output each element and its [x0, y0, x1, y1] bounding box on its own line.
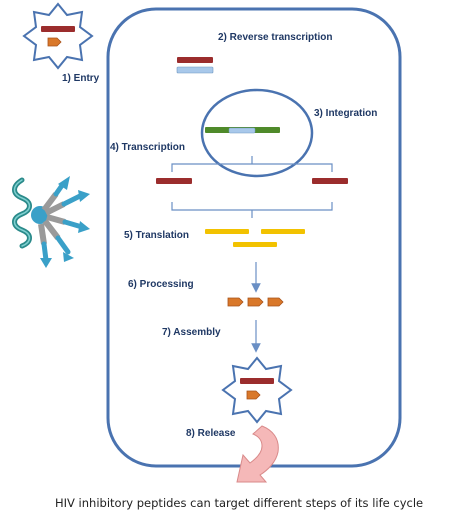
integrated-provirus	[205, 127, 280, 134]
step-processing-label: 6) Processing	[128, 279, 194, 290]
assembled-virion	[221, 356, 293, 424]
translation-bracket	[171, 202, 333, 218]
step-release-label: 8) Release	[186, 428, 236, 439]
virion-entering	[22, 2, 94, 70]
step-entry-label: 1) Entry	[62, 73, 100, 84]
inhibitory-peptide-icon	[12, 176, 90, 268]
polyproteins	[205, 229, 305, 247]
nucleus	[200, 88, 314, 178]
step-transcription-label: 4) Transcription	[110, 142, 185, 153]
mrna-strand-left	[156, 178, 192, 184]
step-reverse-transcription-label: 2) Reverse transcription	[218, 32, 333, 43]
step-integration-label: 3) Integration	[314, 108, 377, 119]
release-arrow	[236, 425, 279, 483]
viral-rna-strand	[41, 26, 75, 32]
rna-dna-hybrid	[176, 57, 214, 74]
processed-proteins	[227, 297, 284, 307]
step-translation-label: 5) Translation	[124, 230, 189, 241]
transcription-bracket	[171, 156, 333, 172]
viral-protein-icon	[47, 37, 62, 47]
step-assembly-label: 7) Assembly	[162, 327, 221, 338]
mrna-strand-right	[312, 178, 348, 184]
figure-caption: HIV inhibitory peptides can target diffe…	[55, 496, 423, 510]
